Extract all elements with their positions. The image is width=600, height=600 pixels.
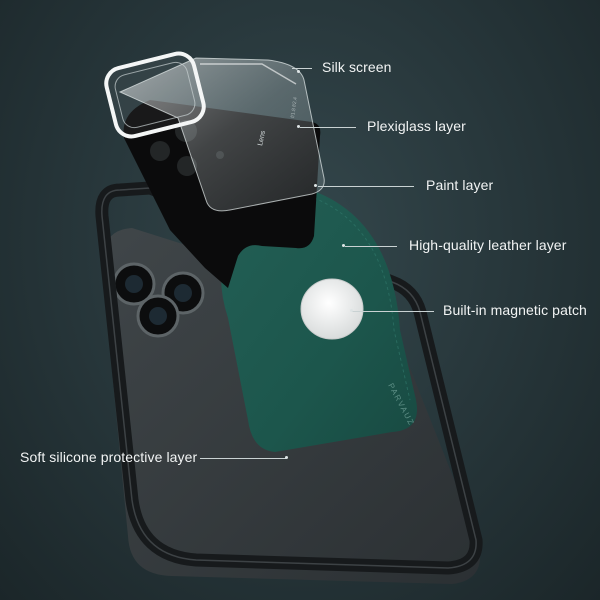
phone-camera-lenses <box>112 262 205 338</box>
leather-layer-label: High-quality leather layer <box>409 237 567 253</box>
silicone-layer-label: Soft silicone protective layer <box>20 449 198 465</box>
paint-dot <box>314 184 317 187</box>
plexiglass-dot <box>297 125 300 128</box>
magnetic-leader <box>352 311 434 312</box>
magnetic-patch <box>300 278 364 340</box>
magnetic-patch-label: Built-in magnetic patch <box>443 302 587 318</box>
silk-screen <box>104 51 206 139</box>
plexiglass-leader <box>300 127 356 128</box>
magnetic-dot <box>350 309 353 312</box>
lens-printed-text: Lens <box>257 130 267 147</box>
silk-screen-dot <box>297 70 300 73</box>
silicone-dot <box>285 456 288 459</box>
lens-spec-marking: f/1.8 f/2.4 <box>290 97 299 119</box>
leather-dot <box>342 244 345 247</box>
plexiglass-layer-label: Plexiglass layer <box>367 118 466 134</box>
plexiglass-layer <box>118 57 325 212</box>
silicone-leader <box>200 458 286 459</box>
silk-screen-label: Silk screen <box>322 59 392 75</box>
paint-layer-label: Paint layer <box>426 177 494 193</box>
paint-leader <box>318 186 414 187</box>
silk-screen-leader <box>292 68 312 69</box>
leather-leader <box>345 246 397 247</box>
